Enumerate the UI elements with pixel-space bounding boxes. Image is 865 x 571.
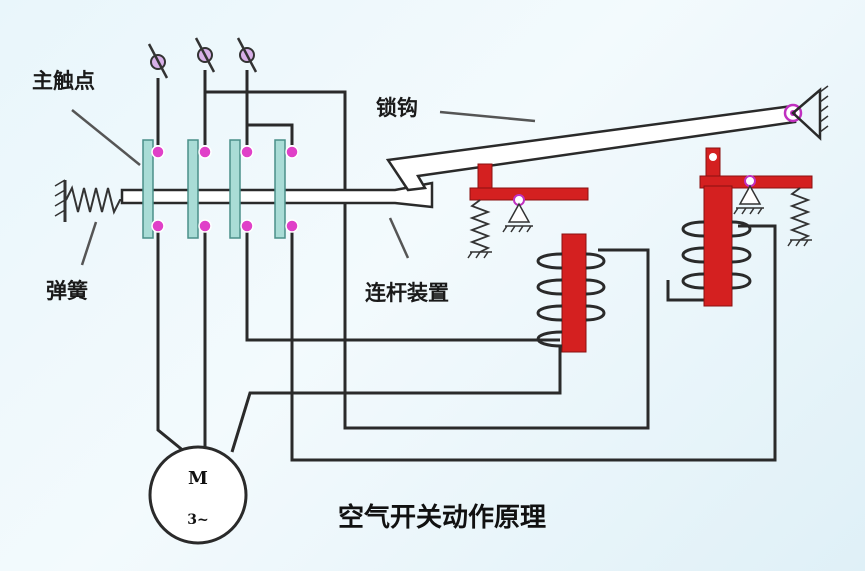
leader-lines bbox=[71, 109, 536, 266]
pivot-support-right bbox=[738, 184, 762, 205]
motor-symbol bbox=[148, 445, 248, 545]
supply-terminal-1 bbox=[147, 43, 169, 79]
spring-left-release bbox=[469, 199, 491, 253]
supply-terminal-3 bbox=[236, 37, 258, 73]
coil-core-left bbox=[561, 233, 587, 353]
motor-phase: 3~ bbox=[187, 512, 208, 528]
leader-linkage bbox=[388, 217, 410, 259]
spring-anchor-hatch bbox=[54, 179, 66, 217]
contact-bar-3 bbox=[229, 139, 241, 239]
label-main-contact: 主触点 bbox=[32, 69, 95, 93]
overcurrent-release bbox=[681, 147, 813, 307]
coil-lead bbox=[666, 280, 705, 302]
pivot-support-left bbox=[507, 202, 531, 223]
label-latch: 锁钩 bbox=[376, 96, 418, 120]
lever-arm-right bbox=[699, 175, 813, 189]
latch-mount bbox=[791, 87, 822, 141]
label-linkage: 连杆装置 bbox=[365, 281, 449, 305]
supply-terminal-2 bbox=[194, 37, 216, 73]
terminal-bottom-4 bbox=[285, 219, 299, 233]
terminal-bottom-1 bbox=[151, 219, 165, 233]
terminal-bottom-3 bbox=[240, 219, 254, 233]
contact-bar-4 bbox=[274, 139, 286, 239]
undervoltage-release bbox=[467, 163, 648, 353]
motor-wire-3b bbox=[230, 345, 562, 453]
spring-coil bbox=[65, 185, 132, 215]
latch-mount-hatch bbox=[819, 85, 829, 133]
contact-bar-1 bbox=[142, 139, 154, 239]
leader-latch bbox=[439, 110, 536, 123]
terminal-top-1 bbox=[151, 145, 165, 159]
motor-wire-1 bbox=[156, 230, 186, 454]
coil-windings-left bbox=[536, 252, 606, 348]
motor: M 3~ bbox=[148, 445, 248, 545]
main-contacts bbox=[142, 139, 299, 239]
motor-wire-3 bbox=[245, 230, 560, 342]
spring-right-release bbox=[789, 187, 811, 241]
terminal-bottom-2 bbox=[198, 219, 212, 233]
return-spring bbox=[54, 179, 132, 222]
leader-main-contact bbox=[71, 109, 141, 166]
latch-hook bbox=[385, 85, 829, 192]
supply-terminals bbox=[147, 37, 258, 79]
bridge-wire bbox=[247, 123, 294, 145]
loop-wire-bottom bbox=[290, 224, 777, 462]
coil-core-right bbox=[703, 185, 733, 307]
terminal-top-3 bbox=[240, 145, 254, 159]
contact-bar-2 bbox=[187, 139, 199, 239]
motor-name: M bbox=[188, 468, 208, 489]
diagram-caption: 空气开关动作原理 bbox=[338, 502, 546, 533]
leader-spring bbox=[80, 221, 98, 266]
coil-windings-right bbox=[681, 220, 752, 290]
lever-arm-left bbox=[469, 187, 589, 201]
terminal-top-2 bbox=[198, 145, 212, 159]
label-spring: 弹簧 bbox=[46, 279, 88, 303]
terminal-top-4 bbox=[285, 145, 299, 159]
